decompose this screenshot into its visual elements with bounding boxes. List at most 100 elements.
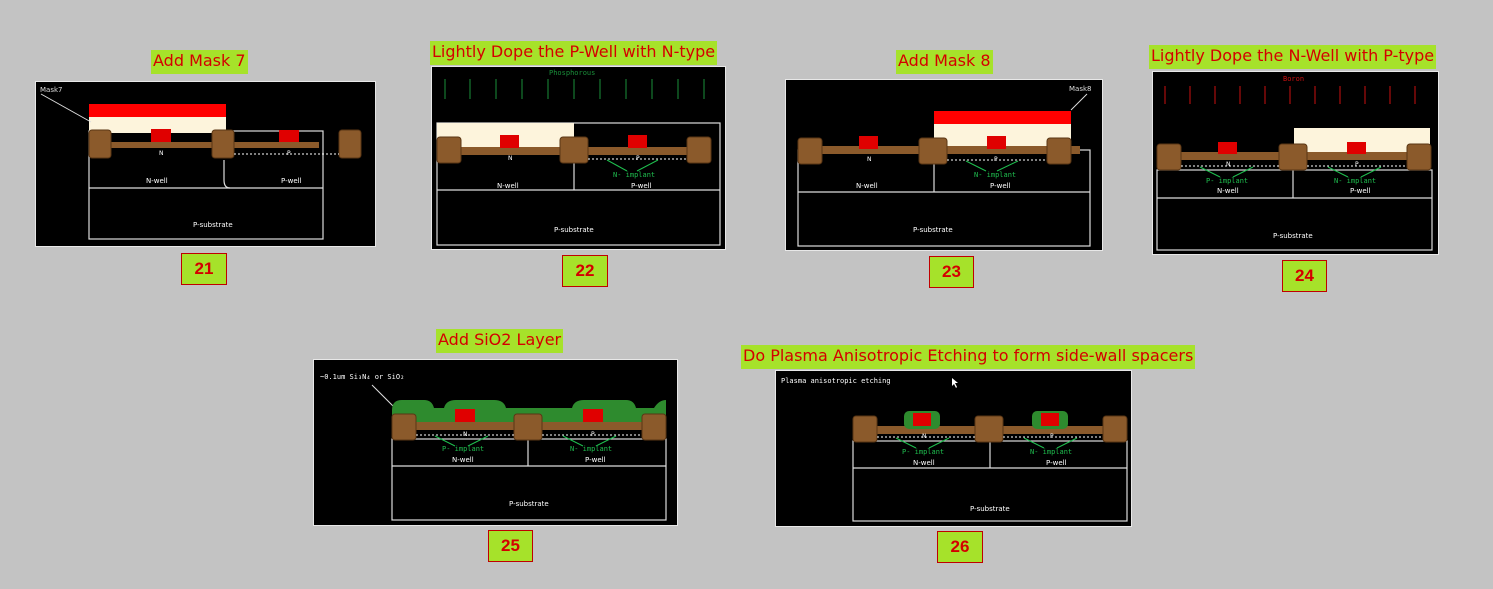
n-label: N xyxy=(867,156,872,163)
field-oxide-mid xyxy=(211,129,235,159)
pwell-label: P-well xyxy=(585,456,606,464)
gate-p xyxy=(1041,413,1059,426)
implant-label-p: N- implant xyxy=(1334,177,1376,185)
step-number-22: 22 xyxy=(562,255,608,287)
field-oxide-left xyxy=(391,413,417,441)
field-oxide-right xyxy=(1046,137,1072,165)
field-oxide-mid xyxy=(974,415,1004,443)
field-oxide-right xyxy=(338,129,362,159)
caption-step-25: Add SiO2 Layer xyxy=(436,329,564,353)
dopant-label: Boron xyxy=(1283,75,1304,83)
photoresist xyxy=(89,112,226,133)
diagram-panel-25: ~0.1um Si₃N₄ or SiO₂ N P P- implant N- i… xyxy=(313,359,678,526)
field-oxide-left xyxy=(852,415,878,443)
gate-n xyxy=(500,135,519,148)
dopant-label: Phosphorous xyxy=(549,69,595,77)
gate-n xyxy=(1218,142,1237,154)
step-number-24: 24 xyxy=(1282,260,1327,292)
caption-step-26: Do Plasma Anisotropic Etching to form si… xyxy=(741,345,1196,369)
n-label: N xyxy=(463,431,468,438)
diagram-panel-24: Boron N P P- implant N- implant N-well P… xyxy=(1152,71,1439,255)
n-label: N xyxy=(922,433,927,440)
nwell-label: N-well xyxy=(146,177,168,185)
substrate-label: P-substrate xyxy=(1273,232,1313,240)
gate-p xyxy=(279,130,299,142)
caption-step-22: Lightly Dope the P-Well with N-type xyxy=(430,41,718,65)
diagram-panel-21: Mask7 N P N-well P-well P-substrate xyxy=(35,81,376,247)
cross-section-26: Plasma anisotropic etching N P P- implan… xyxy=(781,377,1128,522)
diagram-panel-23: Mask8 N P N- implant N-well P-well P-sub… xyxy=(785,79,1103,251)
field-oxide-right xyxy=(686,136,712,164)
boron-arrows xyxy=(1164,86,1416,104)
step-number-21: 21 xyxy=(181,253,227,285)
caption-step-24: Lightly Dope the N-Well with P-type xyxy=(1149,45,1437,69)
gate-p xyxy=(1347,142,1366,154)
pwell-label: P-well xyxy=(1350,187,1371,195)
field-oxide-mid xyxy=(559,136,589,164)
field-oxide-left xyxy=(797,137,823,165)
implant-label-p: N- implant xyxy=(570,445,612,453)
mask-pointer xyxy=(1070,93,1088,111)
gate-p xyxy=(987,136,1006,149)
n-label: N xyxy=(508,155,513,162)
pwell-label: P-well xyxy=(1046,459,1067,467)
cross-section-25: ~0.1um Si₃N₄ or SiO₂ N P P- implant N- i… xyxy=(320,373,667,521)
implant-label-n: P- implant xyxy=(442,445,484,453)
p-label: P xyxy=(636,155,640,162)
implant-pointers xyxy=(434,435,617,447)
pwell-label: P-well xyxy=(281,177,302,185)
substrate-label: P-substrate xyxy=(554,226,594,234)
implant-label-n: P- implant xyxy=(1206,177,1248,185)
substrate-label: P-substrate xyxy=(913,226,953,234)
implant-pointers xyxy=(965,160,1019,172)
mask-8 xyxy=(934,111,1071,124)
nwell-label: N-well xyxy=(856,182,878,190)
implant-pointers xyxy=(606,159,659,172)
p-label: P xyxy=(287,150,291,157)
step-number-26: 26 xyxy=(937,531,983,563)
gate-n xyxy=(151,129,171,142)
gate-n xyxy=(859,136,878,149)
layer-pointer xyxy=(371,384,395,408)
implant-label: N- implant xyxy=(613,171,655,179)
field-oxide-mid xyxy=(1278,143,1308,171)
nwell-label: N-well xyxy=(913,459,935,467)
mask-label: Mask7 xyxy=(40,86,62,94)
cross-section-23: Mask8 N P N- implant N-well P-well P-sub… xyxy=(797,85,1091,247)
field-oxide-right xyxy=(1102,415,1128,443)
pwell-label: P-well xyxy=(990,182,1011,190)
p-label: P xyxy=(994,156,998,163)
field-oxide-left xyxy=(1156,143,1182,171)
substrate-label: P-substrate xyxy=(509,500,549,508)
phosphorous-arrows xyxy=(444,79,705,99)
implant-pointers xyxy=(1199,166,1382,178)
gate-p xyxy=(583,409,603,422)
gate-oxide xyxy=(89,142,319,148)
cross-section-21: Mask7 N P N-well P-well P-substrate xyxy=(40,86,362,240)
implant-label: N- implant xyxy=(974,171,1016,179)
mask-7 xyxy=(89,104,226,117)
field-oxide-left xyxy=(436,136,462,164)
field-oxide-right xyxy=(641,413,667,441)
implant-pointers xyxy=(895,437,1078,449)
cross-section-22: Phosphorous N P N- implant N-well P-well… xyxy=(436,69,721,246)
nwell-label: N-well xyxy=(497,182,519,190)
diagram-panel-22: Phosphorous N P N- implant N-well P-well… xyxy=(431,66,726,250)
cross-section-24: Boron N P P- implant N- implant N-well P… xyxy=(1156,75,1433,251)
layer-label: ~0.1um Si₃N₄ or SiO₂ xyxy=(320,373,404,381)
caption-step-23: Add Mask 8 xyxy=(896,50,993,74)
diagram-panel-26: Plasma anisotropic etching N P P- implan… xyxy=(775,370,1132,527)
p-label: P xyxy=(1050,433,1054,440)
nwell-label: N-well xyxy=(452,456,474,464)
field-oxide-right xyxy=(1406,143,1432,171)
pwell-label: P-well xyxy=(631,182,652,190)
substrate-label: P-substrate xyxy=(193,221,233,229)
step-number-25: 25 xyxy=(488,530,533,562)
nwell-label: N-well xyxy=(1217,187,1239,195)
field-oxide-mid xyxy=(513,413,543,441)
p-label: P xyxy=(591,431,595,438)
cursor-icon xyxy=(952,378,958,388)
wafer-outline xyxy=(436,122,721,246)
gate-p xyxy=(628,135,647,148)
p-label: P xyxy=(1355,161,1359,168)
